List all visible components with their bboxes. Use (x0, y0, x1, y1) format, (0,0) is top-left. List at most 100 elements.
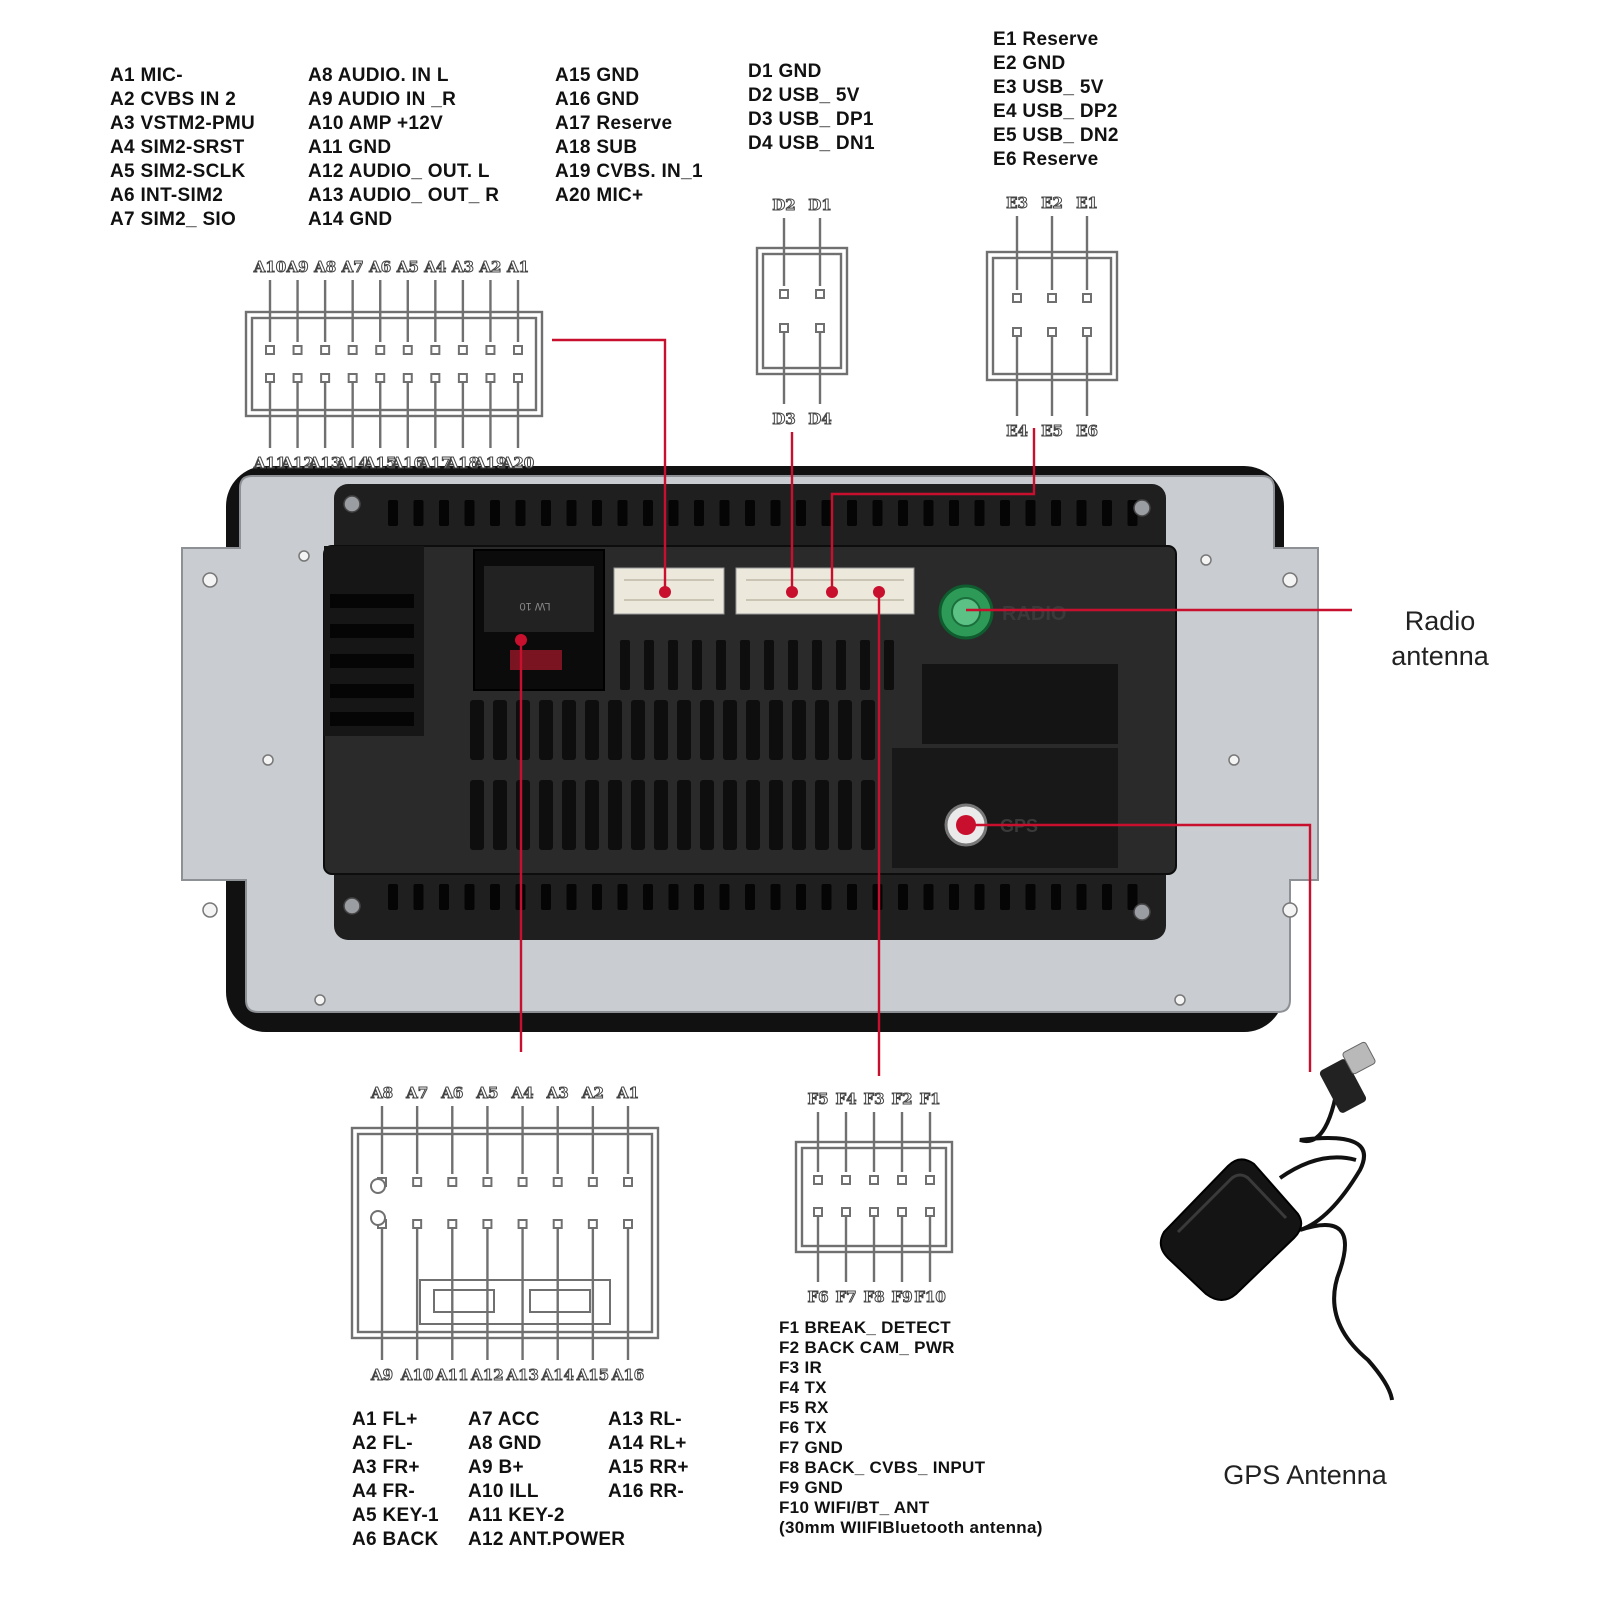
legend-line: A15 RR+ (608, 1457, 689, 1478)
legend-line: D1 GND (748, 61, 822, 82)
legend-line: A10 AMP +12V (308, 113, 444, 134)
pin-label: F9 (891, 1288, 912, 1306)
pin-label: F1 (919, 1090, 940, 1108)
legend-line: A13 RL- (608, 1409, 682, 1430)
pin-label: A4 (511, 1084, 534, 1102)
pin-label: E6 (1076, 422, 1098, 440)
pin-label: F8 (863, 1288, 884, 1306)
plug-label: LW 10 (520, 600, 551, 612)
pin-label: F7 (835, 1288, 856, 1306)
legend-line: A7 ACC (468, 1409, 540, 1430)
legend-line: F1 BREAK_ DETECT (779, 1318, 951, 1337)
pin-label: A6 (440, 1084, 463, 1102)
legend-line: A3 FR+ (352, 1457, 420, 1478)
legend-line: D4 USB_ DN1 (748, 133, 875, 154)
pin-label: A10 (400, 1366, 434, 1384)
legend-line: A14 RL+ (608, 1433, 687, 1454)
pin-label: A8 (370, 1084, 393, 1102)
legend-line: E3 USB_ 5V (993, 77, 1104, 98)
fuse (510, 650, 562, 670)
gps-recess (892, 748, 1118, 868)
pin-label: D3 (772, 410, 795, 428)
pin-label: D4 (808, 410, 831, 428)
radio-label-line2: antenna (1391, 641, 1489, 671)
gps-antenna-label: GPS Antenna (1223, 1460, 1387, 1490)
legend-line: A4 SIM2-SRST (110, 137, 245, 158)
gps-antenna (1159, 1041, 1394, 1401)
pin-label: A3 (451, 258, 474, 276)
radio-label-line1: Radio (1404, 606, 1476, 636)
pin-label: A16 (611, 1366, 645, 1384)
legend-line: A3 VSTM2-PMU (110, 113, 256, 134)
pin-label: A7 (341, 258, 364, 276)
legend-line: F6 TX (779, 1418, 827, 1437)
legend-line: A20 MIC+ (555, 185, 644, 206)
pin-label: F4 (835, 1090, 856, 1108)
pin-label: A18 (446, 454, 480, 472)
legend-line: A7 SIM2_ SIO (110, 209, 237, 230)
leader-gps (966, 823, 1312, 1072)
pin-label: E2 (1041, 194, 1063, 212)
pin-label: A12 (470, 1366, 504, 1384)
ribs (470, 640, 894, 850)
pin-diagrams: A10A11A9A12A8A13A7A14A6A15A5A16A4A17A3A1… (244, 194, 1119, 1385)
legend-line: A14 GND (308, 209, 393, 230)
legend-line: A9 B+ (468, 1457, 524, 1478)
pin-label: A4 (423, 258, 446, 276)
connector-a20: A10A11A9A12A8A13A7A14A6A15A5A16A4A17A3A1… (244, 258, 544, 473)
legend-line: A16 RR- (608, 1481, 685, 1502)
pin-label: A5 (475, 1084, 498, 1102)
legend-line: A1 FL+ (352, 1409, 418, 1430)
legend-line: A11 GND (308, 137, 392, 158)
legend-line: E1 Reserve (993, 29, 1099, 50)
pin-label: F10 (914, 1288, 946, 1306)
a16-latch (370, 1178, 611, 1325)
radio-jack-label: RADIO (1002, 603, 1066, 625)
legend-line: A2 FL- (352, 1433, 413, 1454)
pin-label: A14 (540, 1366, 574, 1384)
pin-label: A9 (370, 1366, 393, 1384)
legend-line: A18 SUB (555, 137, 638, 158)
legend-line: A8 GND (468, 1433, 542, 1454)
legend-line: A1 MIC- (110, 65, 183, 86)
legend-line: E6 Reserve (993, 149, 1099, 170)
legend-line: A9 AUDIO IN _R (308, 89, 457, 110)
legend-line: A8 AUDIO. IN L (308, 65, 449, 86)
gps-cable (1299, 1069, 1394, 1401)
legend-line: E2 GND (993, 53, 1066, 74)
pin-label: A13 (308, 454, 342, 472)
pin-label: E4 (1006, 422, 1028, 440)
legend-line: A13 AUDIO_ OUT_ R (308, 185, 500, 206)
legend-line: F10 WIFI/BT_ ANT (779, 1498, 930, 1517)
legend-line: F4 TX (779, 1378, 827, 1397)
legend-line: F7 GND (779, 1438, 844, 1457)
pin-label: F3 (863, 1090, 884, 1108)
pin-label: A9 (286, 258, 309, 276)
legend-line: A4 FR- (352, 1481, 416, 1502)
pin-label: A20 (501, 454, 535, 472)
leader-a20 (552, 338, 667, 592)
pin-label: A15 (363, 454, 397, 472)
pin-label: A12 (280, 454, 314, 472)
pin-label: A15 (576, 1366, 610, 1384)
legend-line: E5 USB_ DN2 (993, 125, 1119, 146)
legend-line: A15 GND (555, 65, 640, 86)
pin-label: A16 (391, 454, 425, 472)
pin-label: A14 (335, 454, 369, 472)
legend-line: A12 AUDIO_ OUT. L (308, 161, 490, 182)
pin-label: A10 (253, 258, 287, 276)
legend-line: F2 BACK CAM_ PWR (779, 1338, 955, 1357)
pin-label: A3 (546, 1084, 569, 1102)
heatsink (324, 546, 424, 736)
pin-label: E1 (1076, 194, 1098, 212)
legend-line: F5 RX (779, 1398, 829, 1417)
vents-bottom (388, 884, 1138, 910)
